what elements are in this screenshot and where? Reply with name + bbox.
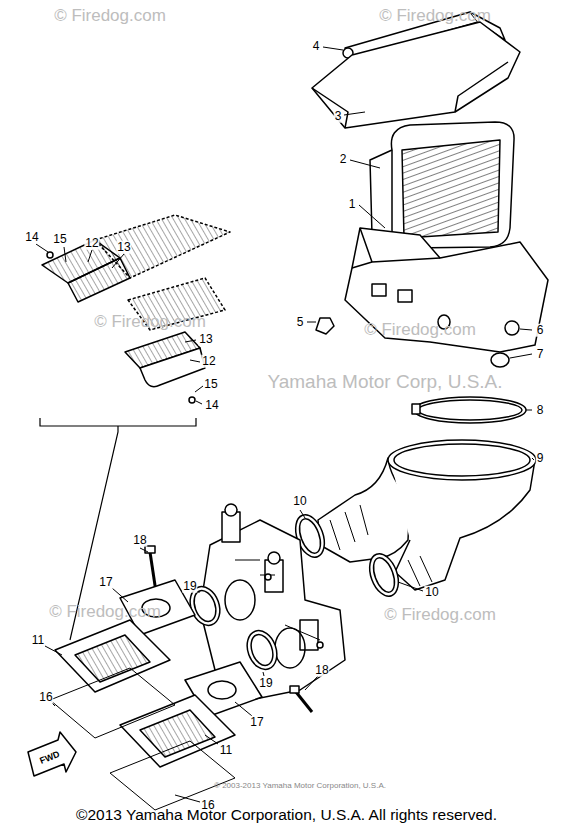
callout-number: 13 <box>116 241 131 254</box>
callout-number: 10 <box>424 586 439 599</box>
callout-number: 14 <box>204 399 219 412</box>
callout-number: 10 <box>292 495 307 508</box>
watermark: © Firedog.com <box>378 7 492 25</box>
copyright-mark: © 2003-2013 Yamaha Motor Corporation, U.… <box>213 782 387 790</box>
watermark: © Firedog.com <box>53 7 167 25</box>
callout-number: 12 <box>84 237 99 250</box>
watermark: © Firedog.com <box>383 606 497 624</box>
callout-number: 18 <box>132 534 147 547</box>
watermark: © Firedog.com <box>48 603 162 621</box>
copyright-caption: ©2013 Yamaha Motor Corporation, U.S.A. A… <box>76 806 497 824</box>
callout-number: 5 <box>296 316 305 329</box>
callout-number: 3 <box>334 110 343 123</box>
watermark: © Firedog.com <box>93 313 207 331</box>
callout-number: 11 <box>219 744 233 757</box>
callout-number: 17 <box>249 716 264 729</box>
direction-label: FWD <box>38 749 62 766</box>
watermark: Yamaha Motor Corp, U.S.A. <box>266 372 503 392</box>
callout-number: 12 <box>201 355 216 368</box>
callout-number: 19 <box>182 580 197 593</box>
callout-number: 1 <box>348 198 357 211</box>
callout-number: 4 <box>312 40 321 53</box>
callout-number: 6 <box>536 324 545 337</box>
callout-number: 14 <box>24 231 39 244</box>
callout-number: 9 <box>536 452 545 465</box>
callout-number: 13 <box>198 333 213 346</box>
callout-number: 7 <box>536 348 545 361</box>
callout-number: 11 <box>31 634 45 647</box>
callout-number: 19 <box>258 677 273 690</box>
callout-number: 15 <box>52 233 67 246</box>
callout-number: 8 <box>536 404 545 417</box>
callout-number: 18 <box>314 664 329 677</box>
callout-number: 17 <box>98 576 113 589</box>
callout-number: 15 <box>203 378 218 391</box>
callout-number: 2 <box>339 153 348 166</box>
watermark: © Firedog.com <box>363 321 477 339</box>
callout-number: 16 <box>38 691 53 704</box>
